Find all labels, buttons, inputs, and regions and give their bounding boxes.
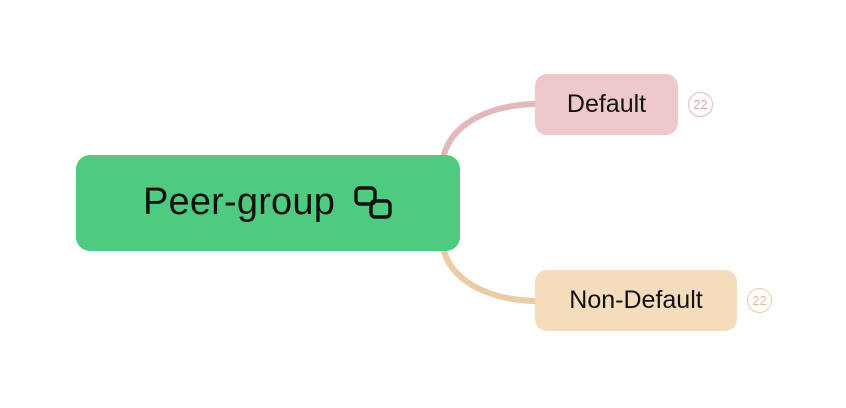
node-non-default[interactable]: Non-Default bbox=[535, 270, 737, 331]
node-peer-group[interactable]: Peer-group bbox=[76, 155, 460, 251]
node-default-label: Default bbox=[566, 90, 647, 118]
badge-non-default-count[interactable]: 22 bbox=[747, 288, 772, 313]
badge-default-count[interactable]: 22 bbox=[688, 92, 713, 117]
badge-default-value: 22 bbox=[693, 97, 708, 112]
node-non-default-label: Non-Default bbox=[569, 286, 703, 314]
node-peer-group-label: Peer-group bbox=[142, 181, 336, 223]
connector-to-default bbox=[440, 101, 538, 161]
copy-icon[interactable] bbox=[353, 185, 393, 221]
badge-non-default-value: 22 bbox=[752, 293, 767, 308]
node-default[interactable]: Default bbox=[535, 74, 678, 135]
connector-to-non-default bbox=[440, 245, 538, 304]
